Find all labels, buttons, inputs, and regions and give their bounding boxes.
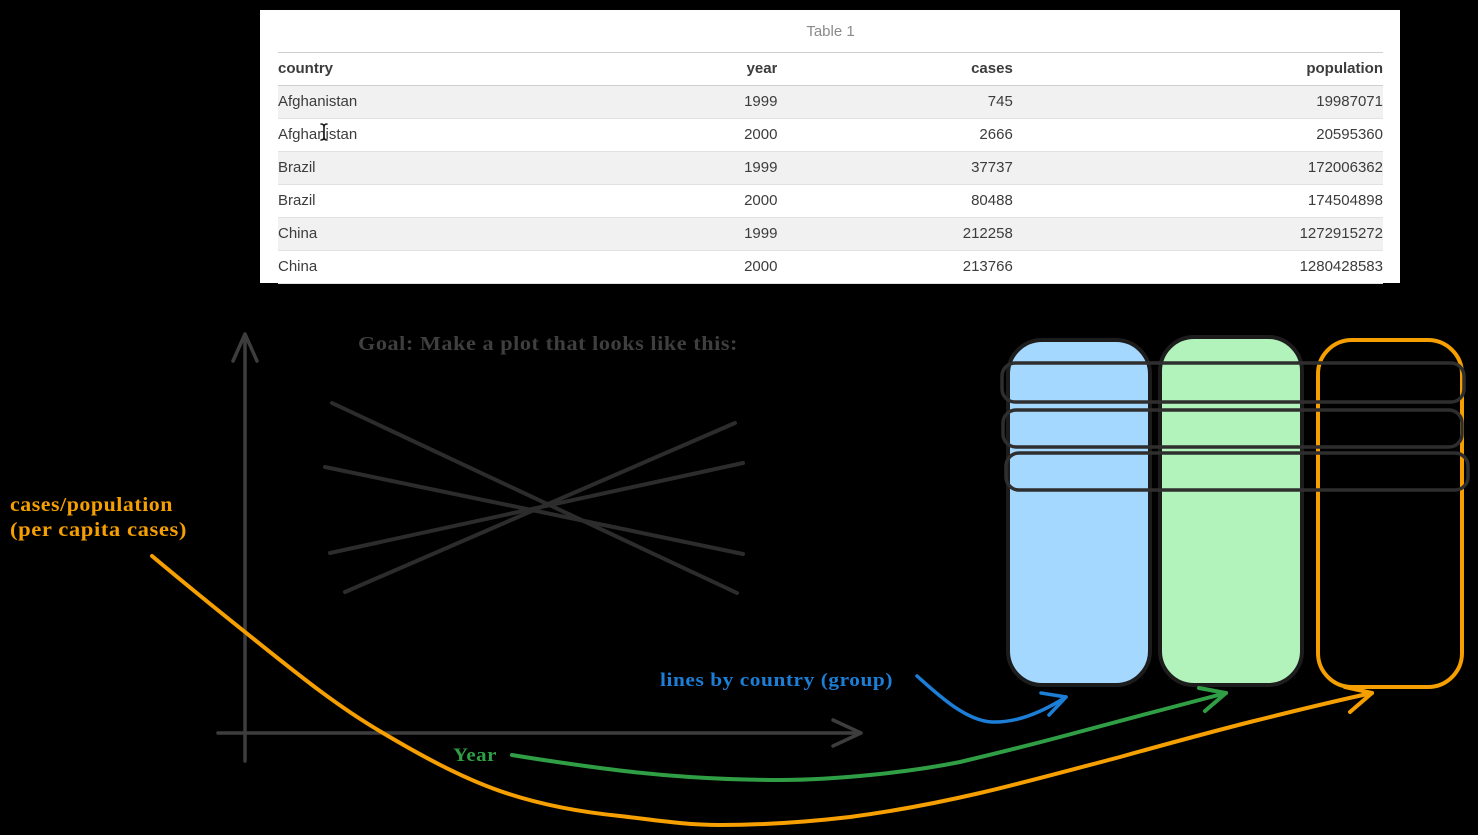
table-panel: Table 1 country year cases population Af… xyxy=(260,10,1400,284)
plot-line-4 xyxy=(343,421,737,594)
table-row: China 2000 213766 1280428583 xyxy=(278,250,1383,284)
cell-cases: 37737 xyxy=(777,151,1013,185)
y-axis-label-line2: (per capita cases) xyxy=(10,519,187,541)
cell-country: Brazil xyxy=(278,151,588,185)
goal-caption: Goal: Make a plot that looks like this: xyxy=(358,333,738,355)
table-header-row: country year cases population xyxy=(278,52,1383,86)
arrow-country xyxy=(915,674,1068,724)
row-highlight-1 xyxy=(1000,361,1466,404)
y-axis-arrowhead xyxy=(231,332,259,363)
cell-cases: 213766 xyxy=(777,250,1013,284)
column-header-country: country xyxy=(278,52,588,86)
cell-year: 2000 xyxy=(587,184,778,218)
cell-year: 2000 xyxy=(587,118,778,152)
column-highlight-percapita xyxy=(1316,338,1464,689)
group-label: lines by country (group) xyxy=(660,670,893,691)
cell-year: 2000 xyxy=(587,250,778,284)
table-row: Brazil 1999 37737 172006362 xyxy=(278,151,1383,185)
cell-cases: 2666 xyxy=(777,118,1013,152)
cell-cases: 745 xyxy=(777,85,1013,119)
i-beam-cursor xyxy=(320,123,328,141)
column-header-cases: cases xyxy=(777,52,1013,86)
arrow-country-head xyxy=(1039,691,1068,717)
column-header-year: year xyxy=(587,52,778,86)
cell-country: Afghanistan xyxy=(278,85,588,119)
column-header-population: population xyxy=(1012,52,1383,86)
arrow-year xyxy=(510,686,1228,782)
data-table: country year cases population Afghanista… xyxy=(278,52,1383,284)
table-row: China 1999 212258 1272915272 xyxy=(278,217,1383,251)
cell-country: Brazil xyxy=(278,184,588,218)
cell-population: 1280428583 xyxy=(1012,250,1383,284)
table-row: Afghanistan 1999 745 19987071 xyxy=(278,85,1383,119)
y-axis-annotation: cases/population (per capita cases) xyxy=(10,494,187,541)
cell-year: 1999 xyxy=(587,217,778,251)
arrow-percapita xyxy=(150,554,1374,827)
cell-country: Afghanistan xyxy=(278,118,588,152)
cell-country: China xyxy=(278,250,588,284)
column-highlight-country xyxy=(1006,338,1152,687)
cell-cases: 212258 xyxy=(777,217,1013,251)
x-axis-arrowhead xyxy=(831,718,863,748)
x-axis-label: Year xyxy=(453,745,497,766)
table-row: Brazil 2000 80488 174504898 xyxy=(278,184,1383,218)
plot-line-1 xyxy=(330,401,739,595)
table-row: Afghanistan 2000 2666 20595360 xyxy=(278,118,1383,152)
cell-population: 20595360 xyxy=(1012,118,1383,152)
table-title: Table 1 xyxy=(806,23,855,40)
sketch-axes xyxy=(216,332,863,763)
cell-population: 19987071 xyxy=(1012,85,1383,119)
cell-country: China xyxy=(278,217,588,251)
y-axis-label-line1: cases/population xyxy=(10,494,173,516)
cell-population: 174504898 xyxy=(1012,184,1383,218)
arrow-percapita-head xyxy=(1343,685,1374,714)
cell-population: 1272915272 xyxy=(1012,217,1383,251)
column-highlight-year xyxy=(1158,335,1304,687)
cell-year: 1999 xyxy=(587,85,778,119)
row-highlights xyxy=(1000,361,1470,492)
sketch-plot-lines xyxy=(323,401,745,595)
cell-year: 1999 xyxy=(587,151,778,185)
cell-population: 172006362 xyxy=(1012,151,1383,185)
row-highlight-3 xyxy=(1004,451,1470,492)
arrow-year-head xyxy=(1197,686,1228,713)
row-highlight-2 xyxy=(1001,408,1464,449)
cell-cases: 80488 xyxy=(777,184,1013,218)
